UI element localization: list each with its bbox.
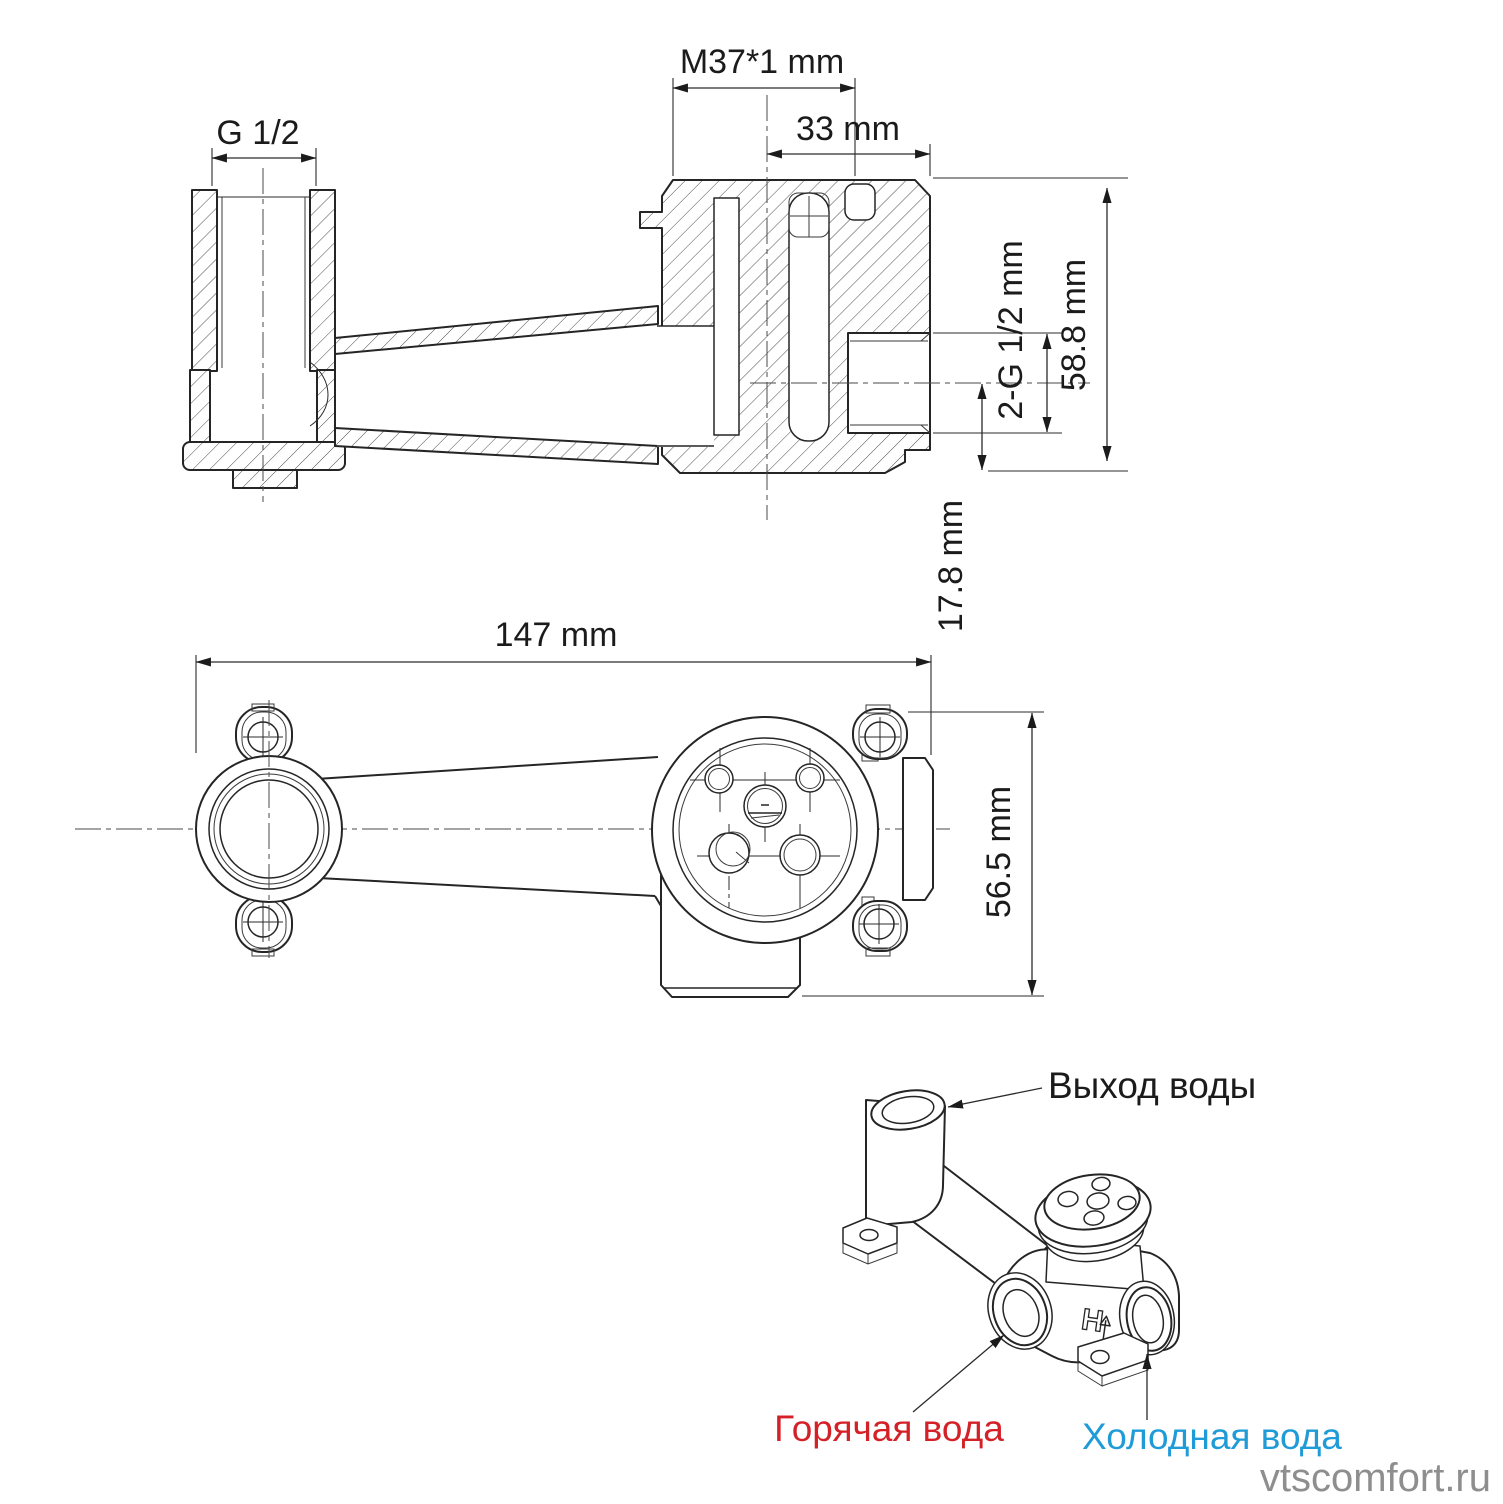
section-view: G 1/2 M37*1 mm 33 mm 58.8 mm 2-G 1/2 mm: [182, 43, 1128, 632]
dimension-length-147: 147 mm: [195, 616, 932, 755]
hole-bottom-right: [779, 834, 821, 876]
label-hot-water: Горячая вода: [774, 1408, 1004, 1449]
taper-tube-section: [309, 305, 659, 465]
mounting-ear-bottom-left: [235, 895, 293, 957]
label-water-outlet: Выход воды: [1048, 1065, 1256, 1106]
dim-label-565: 56.5 mm: [980, 786, 1018, 918]
iso-outlet-cylinder: [865, 1089, 946, 1227]
dim-label-588: 58.8 mm: [1055, 259, 1093, 391]
dim-label-178: 17.8 mm: [932, 500, 970, 632]
dim-label-m37: M37*1 mm: [680, 43, 844, 81]
mounting-ear-top-left: [235, 703, 293, 764]
cap-hole-center: [1086, 1192, 1110, 1210]
plan-view: 147 mm 56.5 mm: [75, 616, 1044, 998]
cap-hole-left: [1057, 1190, 1079, 1208]
retainer-detail: [844, 183, 876, 221]
hole-bottom-left: [708, 832, 750, 874]
cap-hole-top: [1091, 1176, 1111, 1192]
leader-hot-water: [912, 1334, 1005, 1413]
hole-center: [743, 784, 787, 828]
face-holes-plan: [690, 748, 840, 908]
dim-label-2g12: 2-G 1/2 mm: [992, 240, 1030, 419]
dimension-port-thread: 2-G 1/2 mm: [933, 240, 1062, 434]
dimension-total-height: 58.8 mm: [933, 177, 1128, 472]
dim-label-33: 33 mm: [796, 110, 900, 148]
cartridge-slot: [713, 197, 740, 436]
mounting-ear-bottom-right: [852, 900, 908, 957]
dim-label-147: 147 mm: [495, 616, 618, 654]
iso-hot-port: [987, 1272, 1053, 1350]
body-mark-letter: H: [1079, 1303, 1105, 1339]
dimension-height-565: 56.5 mm: [802, 711, 1044, 997]
iso-foot-left: [842, 1217, 898, 1265]
cap-hole-bottom: [1083, 1210, 1105, 1226]
inlet-flange-plan: [195, 700, 343, 958]
inlet-pipe-section: [182, 168, 346, 502]
watermark: vtscomfort.ru: [1260, 1456, 1491, 1500]
dimension-port-height: 17.8 mm: [932, 383, 987, 632]
hole-top-right: [795, 763, 825, 793]
iso-cartridge-cap: [1034, 1173, 1152, 1263]
leader-water-outlet: [947, 1087, 1043, 1109]
iso-cold-port: [1118, 1280, 1176, 1356]
iso-body-mark: H: [1079, 1302, 1111, 1339]
dimension-spout-thread: M37*1 mm: [672, 43, 856, 176]
label-cold-water: Холодная вода: [1082, 1416, 1342, 1457]
valve-body-section: [639, 95, 1090, 520]
dimension-inlet-thread: G 1/2: [211, 114, 317, 186]
dimension-offset-33: 33 mm: [766, 110, 931, 176]
hole-top-left: [704, 764, 734, 794]
iso-view: H Выход воды Горячая вода Холодная вода: [774, 1065, 1342, 1457]
mounting-ear-top-right: [852, 704, 908, 760]
dim-label-g12: G 1/2: [216, 114, 299, 152]
cap-hole-right: [1117, 1195, 1137, 1211]
